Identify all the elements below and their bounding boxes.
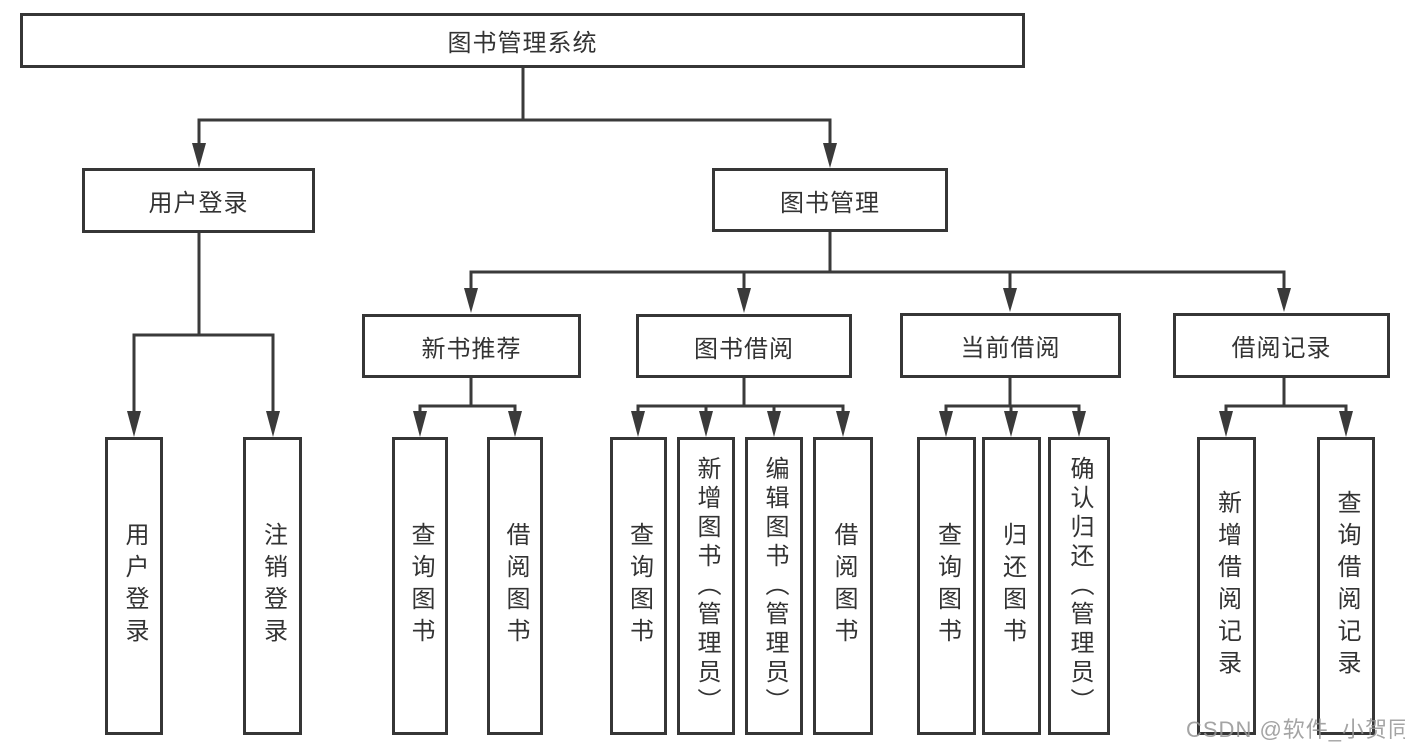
node-user-login: 用户登录 <box>82 168 315 233</box>
node-root-label: 图书管理系统 <box>447 30 598 57</box>
leaf-add-borrow-record-label: 新增借阅记录 <box>1213 490 1241 682</box>
leaf-query-books-current: 查询图书 <box>917 437 976 735</box>
node-root-system: 图书管理系统 <box>20 13 1025 68</box>
leaf-return-book: 归还图书 <box>982 437 1041 735</box>
node-current-borrowing: 当前借阅 <box>900 313 1121 378</box>
leaf-query-books-borrowing-label: 查询图书 <box>625 522 653 650</box>
csdn-watermark: CSDN @软件_小贺同学 <box>1186 717 1405 742</box>
connector-user-login-to-leaves <box>127 233 280 437</box>
node-book-borrowing-label: 图书借阅 <box>694 335 794 363</box>
leaf-query-books-current-label: 查询图书 <box>933 522 961 650</box>
leaf-borrow-books-borrowing: 借阅图书 <box>813 437 873 735</box>
node-book-management-label: 图书管理 <box>780 189 880 217</box>
connector-book-borrowing-to-leaves <box>631 378 850 437</box>
leaf-logout: 注销登录 <box>243 437 302 735</box>
leaf-query-borrow-record: 查询借阅记录 <box>1317 437 1375 735</box>
leaf-logout-label: 注销登录 <box>259 522 287 650</box>
connector-book-management-to-level3 <box>464 232 1291 313</box>
connector-current-borrowing-to-leaves <box>939 378 1086 437</box>
node-new-book-recommend: 新书推荐 <box>362 314 581 378</box>
leaf-confirm-return-admin: 确认归还（管理员） <box>1048 437 1110 735</box>
connector-root-to-level2 <box>192 68 837 168</box>
node-current-borrowing-label: 当前借阅 <box>960 335 1061 362</box>
node-new-book-recommend-label: 新书推荐 <box>421 335 522 363</box>
leaf-user-login-label: 用户登录 <box>121 522 148 650</box>
leaf-return-book-label: 归还图书 <box>998 522 1026 650</box>
leaf-add-book-admin-label: 新增图书（管理员） <box>693 455 720 717</box>
node-borrow-records: 借阅记录 <box>1173 313 1390 378</box>
leaf-query-books-recommend: 查询图书 <box>392 437 448 735</box>
connector-borrow-records-to-leaves <box>1219 378 1353 437</box>
leaf-borrow-books-recommend: 借阅图书 <box>487 437 543 735</box>
node-user-login-label: 用户登录 <box>148 190 249 217</box>
leaf-query-books-recommend-label: 查询图书 <box>407 522 434 650</box>
leaf-borrow-books-borrowing-label: 借阅图书 <box>830 522 857 650</box>
leaf-borrow-books-recommend-label: 借阅图书 <box>502 522 529 650</box>
node-book-management: 图书管理 <box>712 168 948 232</box>
leaf-user-login: 用户登录 <box>105 437 163 735</box>
leaf-add-borrow-record: 新增借阅记录 <box>1197 437 1256 735</box>
leaf-confirm-return-admin-label: 确认归还（管理员） <box>1066 455 1093 717</box>
leaf-add-book-admin: 新增图书（管理员） <box>677 437 735 735</box>
leaf-edit-book-admin-label: 编辑图书（管理员） <box>761 455 788 717</box>
connector-new-book-recommend-to-leaves <box>413 378 522 437</box>
leaf-edit-book-admin: 编辑图书（管理员） <box>745 437 803 735</box>
node-borrow-records-label: 借阅记录 <box>1231 335 1332 362</box>
leaf-query-borrow-record-label: 查询借阅记录 <box>1333 490 1360 682</box>
node-book-borrowing: 图书借阅 <box>636 314 852 378</box>
leaf-query-books-borrowing: 查询图书 <box>610 437 667 735</box>
